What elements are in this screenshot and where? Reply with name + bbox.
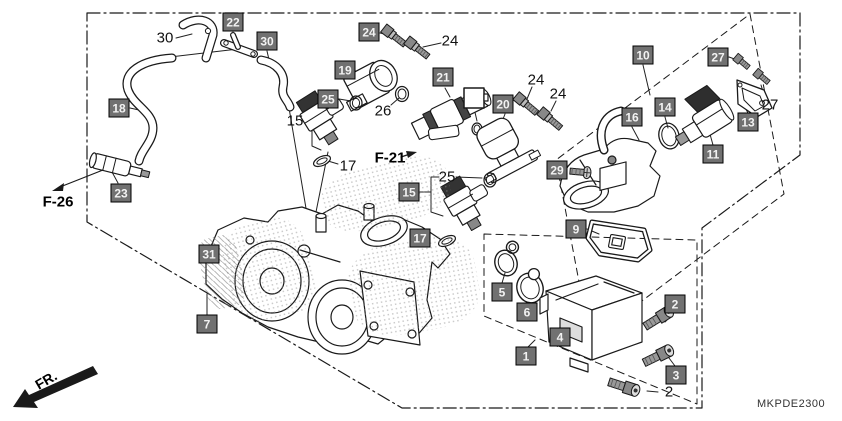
seal-17b [437,234,457,248]
callout-box-19[interactable]: 19 [334,60,356,80]
throttle-body-31 [205,202,451,355]
callout-box-16[interactable]: 16 [621,107,643,127]
screw-29 [569,166,592,180]
callout-box-17[interactable]: 17 [409,228,431,248]
part-label-2-9: 2 [664,383,674,401]
f26-arrow [52,169,104,191]
part-label-24-2: 24 [527,71,545,89]
callout-box-14[interactable]: 14 [654,97,676,117]
sensor-20 [476,117,542,185]
callout-box-5[interactable]: 5 [491,282,513,302]
part-label-30-0: 30 [156,29,174,47]
page-border [86,12,801,409]
part-label-15-5: 15 [286,112,304,130]
oring-25b [483,172,497,188]
oring-25a [349,95,363,111]
part-label-26-4: 26 [374,102,392,120]
air-valve-body [559,106,661,213]
callout-box-30[interactable]: 30 [256,31,278,51]
diagram-code: MKPDE2300 [757,398,826,410]
injector-15b [440,175,489,232]
fr-arrow [13,366,98,408]
f21-arrow [400,151,417,158]
callout-box-15[interactable]: 15 [398,182,420,202]
callout-box-6[interactable]: 6 [516,302,538,322]
screw-3 [641,344,675,367]
blank-connector-box [463,87,489,109]
joint-pipe-22 [220,32,258,58]
callout-box-18[interactable]: 18 [108,98,130,118]
callout-box-1[interactable]: 1 [515,346,537,366]
fuel-fitting-23 [88,152,151,179]
callout-box-21[interactable]: 21 [432,67,454,87]
callout-box-13[interactable]: 13 [737,112,759,132]
hose-30a [178,15,218,63]
callout-box-2[interactable]: 2 [664,294,686,314]
oring-5 [494,240,520,277]
bolt-24c [512,91,540,116]
oring-26 [394,85,410,103]
assembly-1-boundary [483,233,698,405]
callout-box-31[interactable]: 31 [198,244,220,264]
screw-27b [752,67,771,85]
callout-box-25[interactable]: 25 [317,89,339,109]
part-label-24-1: 24 [441,32,459,50]
part-label-24-3: 24 [549,85,567,103]
callout-box-11[interactable]: 11 [702,144,724,164]
hose-18 [122,53,177,166]
bolt-24b [403,35,431,60]
gasket-9 [585,219,653,263]
callout-box-3[interactable]: 3 [665,365,687,385]
callout-box-7[interactable]: 7 [196,314,218,334]
seal-17a [312,154,332,168]
ref-f26[interactable]: F-26 [42,193,74,211]
callout-box-23[interactable]: 23 [110,183,132,203]
part-label-25-7: 25 [438,168,456,186]
part-label-27-8: 27 [761,96,779,114]
ref-f21[interactable]: F-21 [374,149,406,167]
callout-box-29[interactable]: 29 [546,160,568,180]
oring-14 [658,122,680,150]
callout-box-9[interactable]: 9 [565,219,587,239]
bolt-24a [380,23,408,48]
callout-box-24[interactable]: 24 [358,22,380,42]
callout-box-10[interactable]: 10 [632,45,654,65]
screw-27a [732,52,751,70]
hose-30b [256,55,295,112]
callout-box-20[interactable]: 20 [492,94,514,114]
plate-13 [736,79,773,118]
callout-box-4[interactable]: 4 [549,327,571,347]
callout-box-22[interactable]: 22 [222,12,244,32]
bolt-24d [536,106,564,131]
seal-6 [516,267,544,304]
valve-11 [674,84,735,146]
part-label-17-6: 17 [339,157,357,175]
screw-2b [607,377,641,397]
callout-box-27[interactable]: 27 [707,47,729,67]
